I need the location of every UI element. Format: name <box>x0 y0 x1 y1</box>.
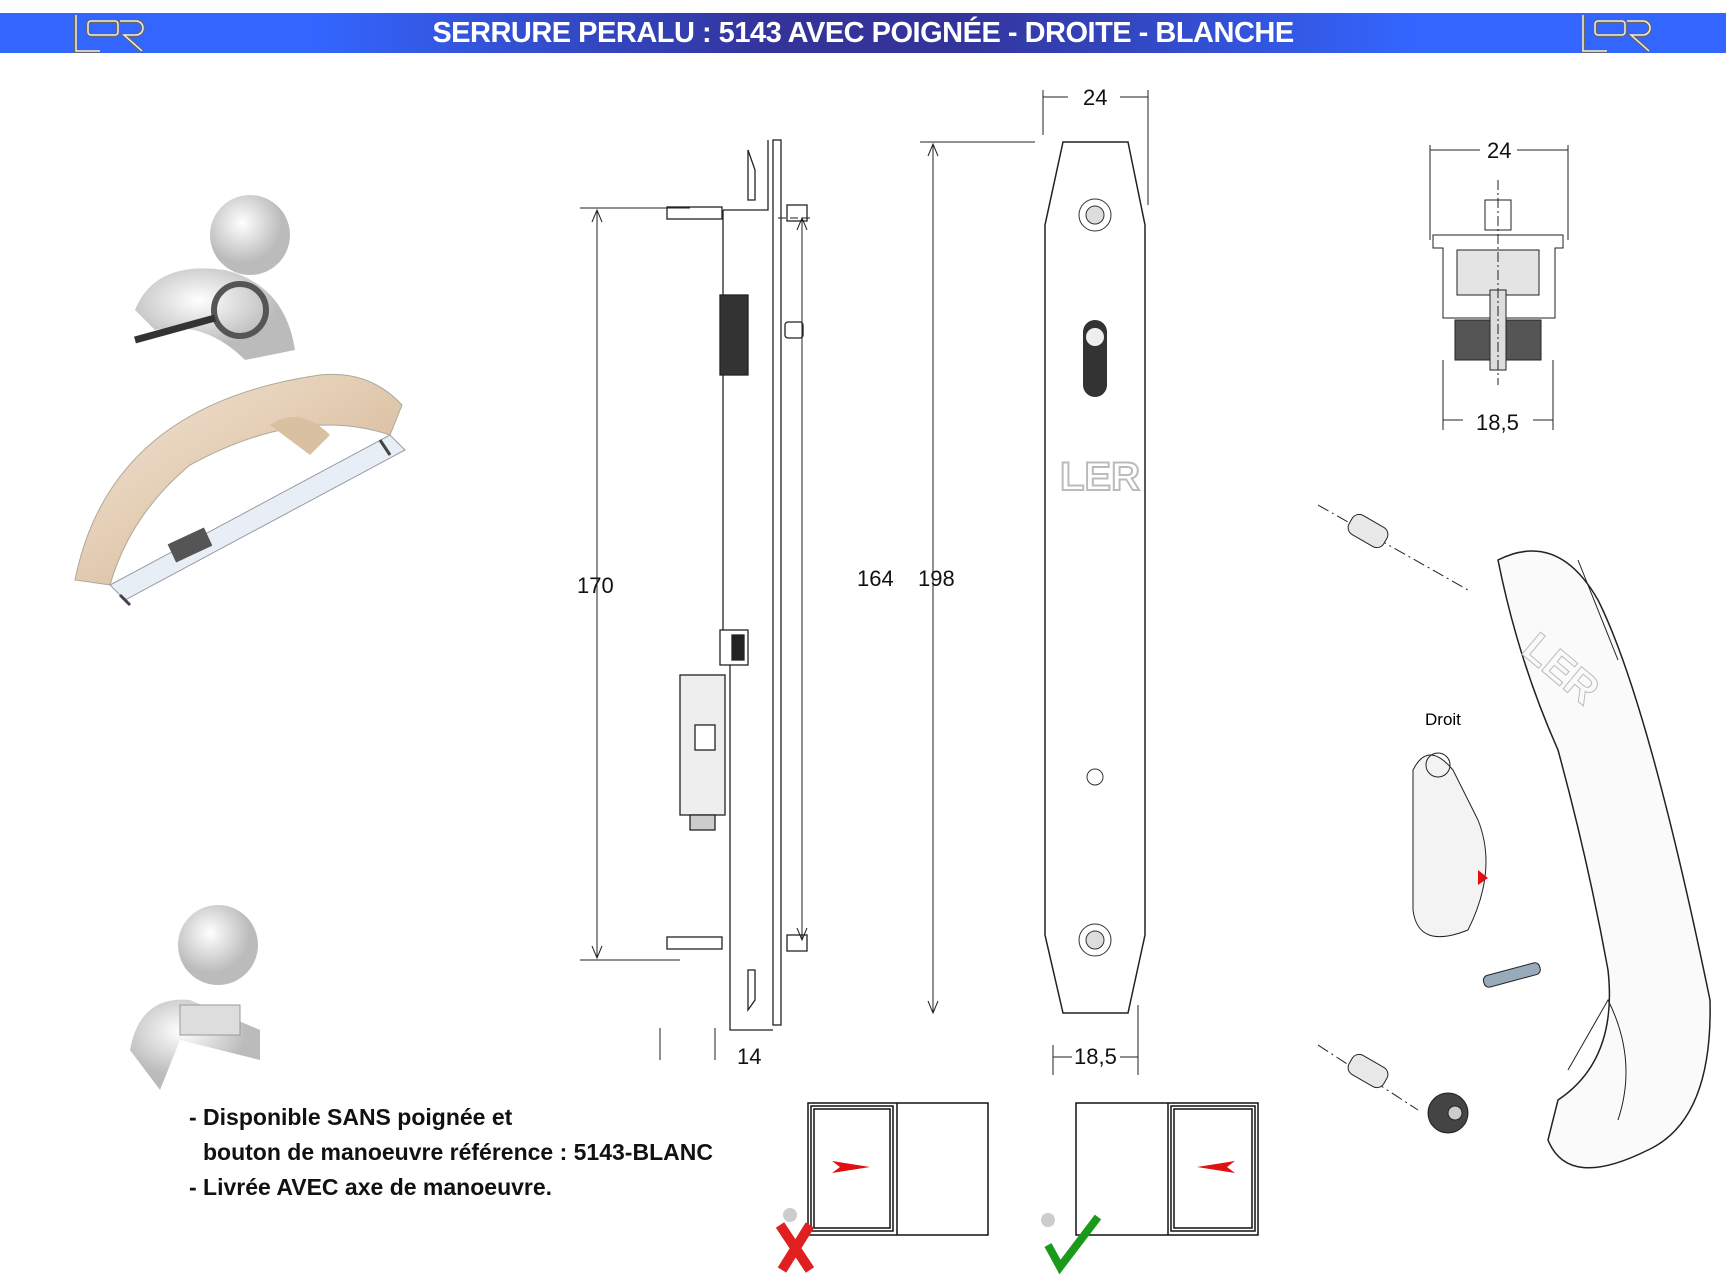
lock-front-view-drawing: LER <box>920 90 1149 1075</box>
sliding-door-diagrams <box>775 1102 1259 1275</box>
note-line-2: bouton de manoeuvre référence : 5143-BLA… <box>203 1139 713 1165</box>
dim-24-front: 24 <box>1083 85 1108 110</box>
dim-164: 164 <box>857 566 894 591</box>
lock-side-view-drawing <box>580 139 810 1060</box>
page-title: SERRURE PERALU : 5143 AVEC POIGNÉE - DRO… <box>432 17 1294 49</box>
handle-direction-label: Droit <box>1425 710 1461 729</box>
dim-24-detail: 24 <box>1487 138 1512 163</box>
dim-198: 198 <box>918 566 955 591</box>
dim-18-5-front: 18,5 <box>1074 1044 1117 1069</box>
cross-icon <box>775 1222 815 1273</box>
dim-18-5-detail: 18,5 <box>1476 410 1519 435</box>
svg-text:LER: LER <box>1060 455 1140 499</box>
dim-170: 170 <box>577 573 614 598</box>
note-line-1: - Disponible SANS poignée et <box>189 1104 513 1130</box>
ler-logo-left <box>74 15 145 53</box>
dim-14: 14 <box>737 1044 762 1069</box>
lock-top-detail-drawing <box>1429 145 1569 430</box>
figure-magnifier-illustration <box>134 195 295 360</box>
ler-logo-right <box>1581 15 1652 53</box>
handle-product-image <box>74 373 406 607</box>
wrong-direction-arrow <box>832 1161 870 1173</box>
right-direction-arrow <box>1197 1161 1235 1173</box>
note-line-3: - Livrée AVEC axe de manoeuvre. <box>189 1174 553 1200</box>
handle-exploded-view: LER <box>1318 504 1711 1169</box>
checkmark-icon <box>1044 1214 1102 1275</box>
figure-pointing-illustration <box>130 905 260 1090</box>
header-bar: SERRURE PERALU : 5143 AVEC POIGNÉE - DRO… <box>0 13 1726 53</box>
